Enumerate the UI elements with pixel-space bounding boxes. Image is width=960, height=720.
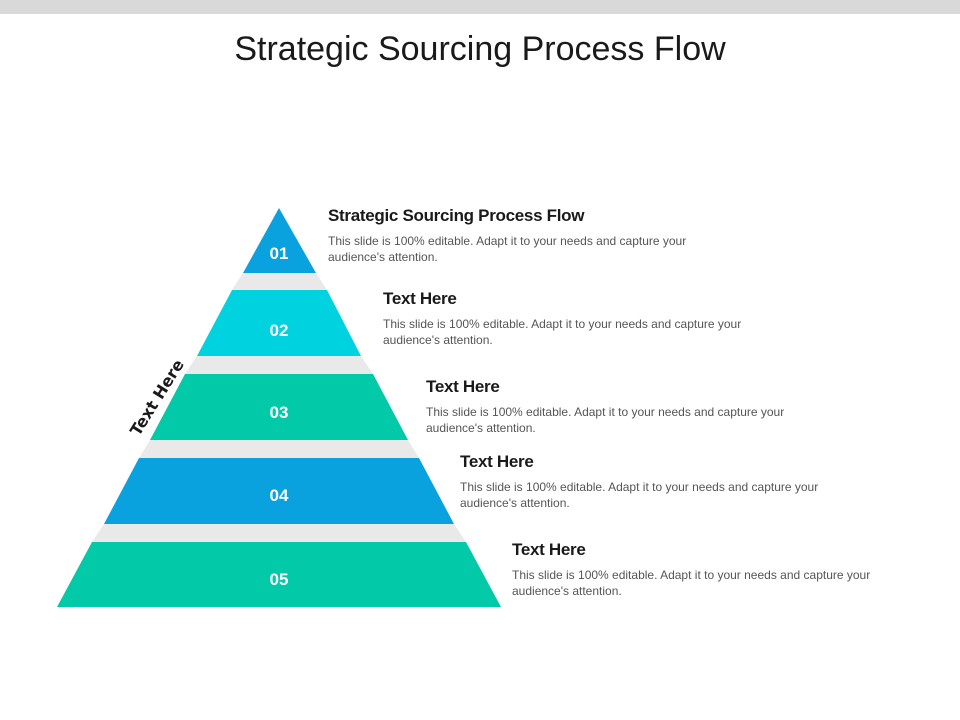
tier-1-title: Strategic Sourcing Process Flow	[328, 206, 585, 225]
tier-number-5: 05	[270, 570, 289, 589]
tier-number-1: 01	[270, 244, 289, 263]
tier-number-2: 02	[270, 321, 289, 340]
tier-4-title: Text Here	[460, 452, 534, 471]
pyramid-tier-2	[197, 290, 361, 356]
pyramid-tier-3	[150, 374, 408, 440]
slide-title: Strategic Sourcing Process Flow	[234, 30, 726, 68]
tier-4-description: This slide is 100% editable. Adapt it to…	[460, 480, 819, 510]
tier-2-description: This slide is 100% editable. Adapt it to…	[383, 317, 742, 347]
pyramid-gap-3	[139, 440, 419, 458]
tier-5-text-block: Text Here This slide is 100% editable. A…	[512, 540, 912, 599]
tier-2-title: Text Here	[383, 289, 457, 308]
tier-5-description: This slide is 100% editable. Adapt it to…	[512, 568, 871, 598]
tier-4-text-block: Text Here This slide is 100% editable. A…	[460, 452, 860, 511]
tier-1-description: This slide is 100% editable. Adapt it to…	[328, 234, 687, 264]
tier-3-title: Text Here	[426, 377, 500, 396]
tier-3-text-block: Text Here This slide is 100% editable. A…	[426, 377, 826, 436]
tier-number-4: 04	[270, 486, 289, 505]
pyramid-gap-2	[185, 356, 373, 374]
pyramid-gap-4	[92, 524, 466, 542]
pyramid-tier-1	[243, 208, 316, 273]
tier-2-text-block: Text Here This slide is 100% editable. A…	[383, 289, 783, 348]
tier-3-description: This slide is 100% editable. Adapt it to…	[426, 405, 785, 435]
tier-number-3: 03	[270, 403, 289, 422]
pyramid-gap-1	[232, 273, 327, 290]
tier-5-title: Text Here	[512, 540, 586, 559]
tier-1-text-block: Strategic Sourcing Process Flow This sli…	[328, 206, 728, 265]
pyramid-tier-5	[57, 542, 501, 607]
top-bar	[0, 0, 960, 14]
pyramid-tier-4	[104, 458, 454, 524]
